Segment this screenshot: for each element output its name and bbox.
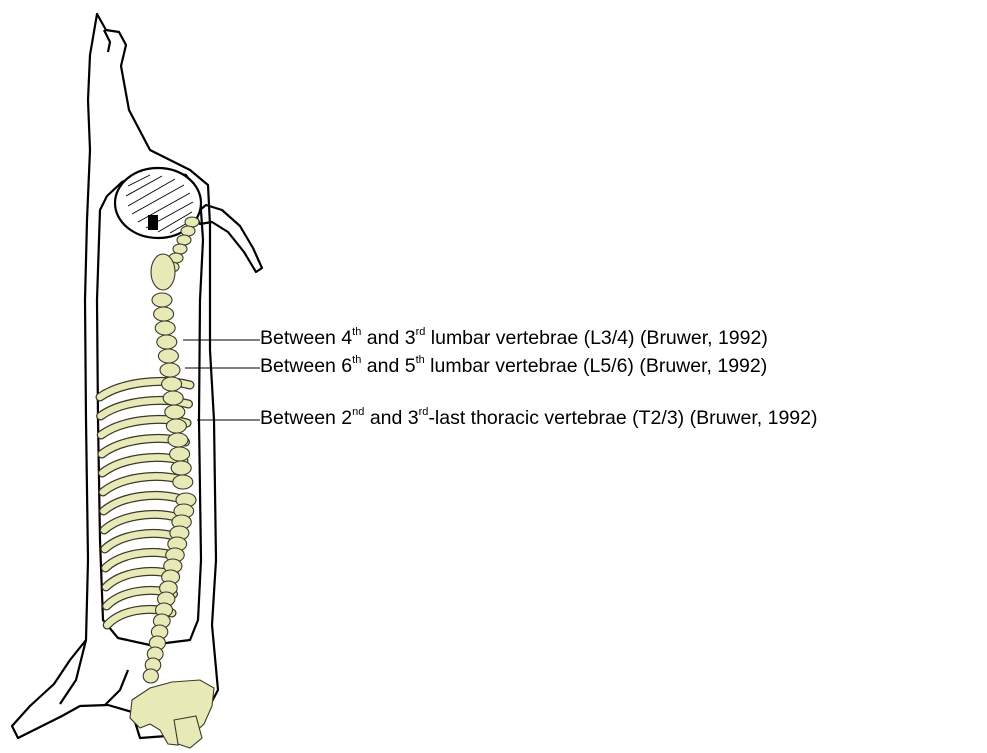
rib [104,495,181,511]
leader-lines [183,340,260,420]
ordinal-suffix: rd [416,326,426,338]
label-text: lumbar vertebrae (L3/4) (Bruwer, 1992) [425,327,768,349]
vertebra [162,377,182,391]
vertebra [154,307,174,321]
ordinal-suffix: rd [419,406,429,418]
label-text: Between 6 [260,355,352,377]
vertebra [152,293,172,307]
vertebra [143,669,158,683]
label-l5-6: Between 6th and 5th lumbar vertebrae (L5… [260,357,767,377]
ordinal-suffix: nd [352,406,364,418]
label-text: Between 4 [260,327,352,349]
rib [104,514,179,530]
vertebra [157,335,177,349]
ordinal-suffix: th [352,354,361,366]
ordinal-suffix: th [352,326,361,338]
vertebra [170,447,190,461]
vertebra [151,254,175,290]
carcass-outline [12,14,262,738]
vertebra [166,419,186,433]
vertebra [160,363,180,377]
vertebra [165,405,185,419]
label-text: Between 2 [260,407,352,429]
vertebra [168,433,188,447]
vertebra [163,391,183,405]
vertebra [171,461,191,475]
vertebra [155,321,175,335]
rib [105,533,178,549]
vertebra [173,475,193,489]
label-l3-4: Between 4th and 3rd lumbar vertebrae (L3… [260,329,768,349]
rib [103,476,183,492]
ordinal-suffix: th [416,354,425,366]
vertebra [158,349,178,363]
label-text: and 5 [361,355,415,377]
label-text: and 3 [361,327,415,349]
label-t2-3: Between 2nd and 3rd-last thoracic verteb… [260,409,817,429]
label-text: -last thoracic vertebrae (T2/3) (Bruwer,… [428,407,817,429]
label-text: lumbar vertebrae (L5/6) (Bruwer, 1992) [425,355,768,377]
label-text: and 3 [364,407,418,429]
